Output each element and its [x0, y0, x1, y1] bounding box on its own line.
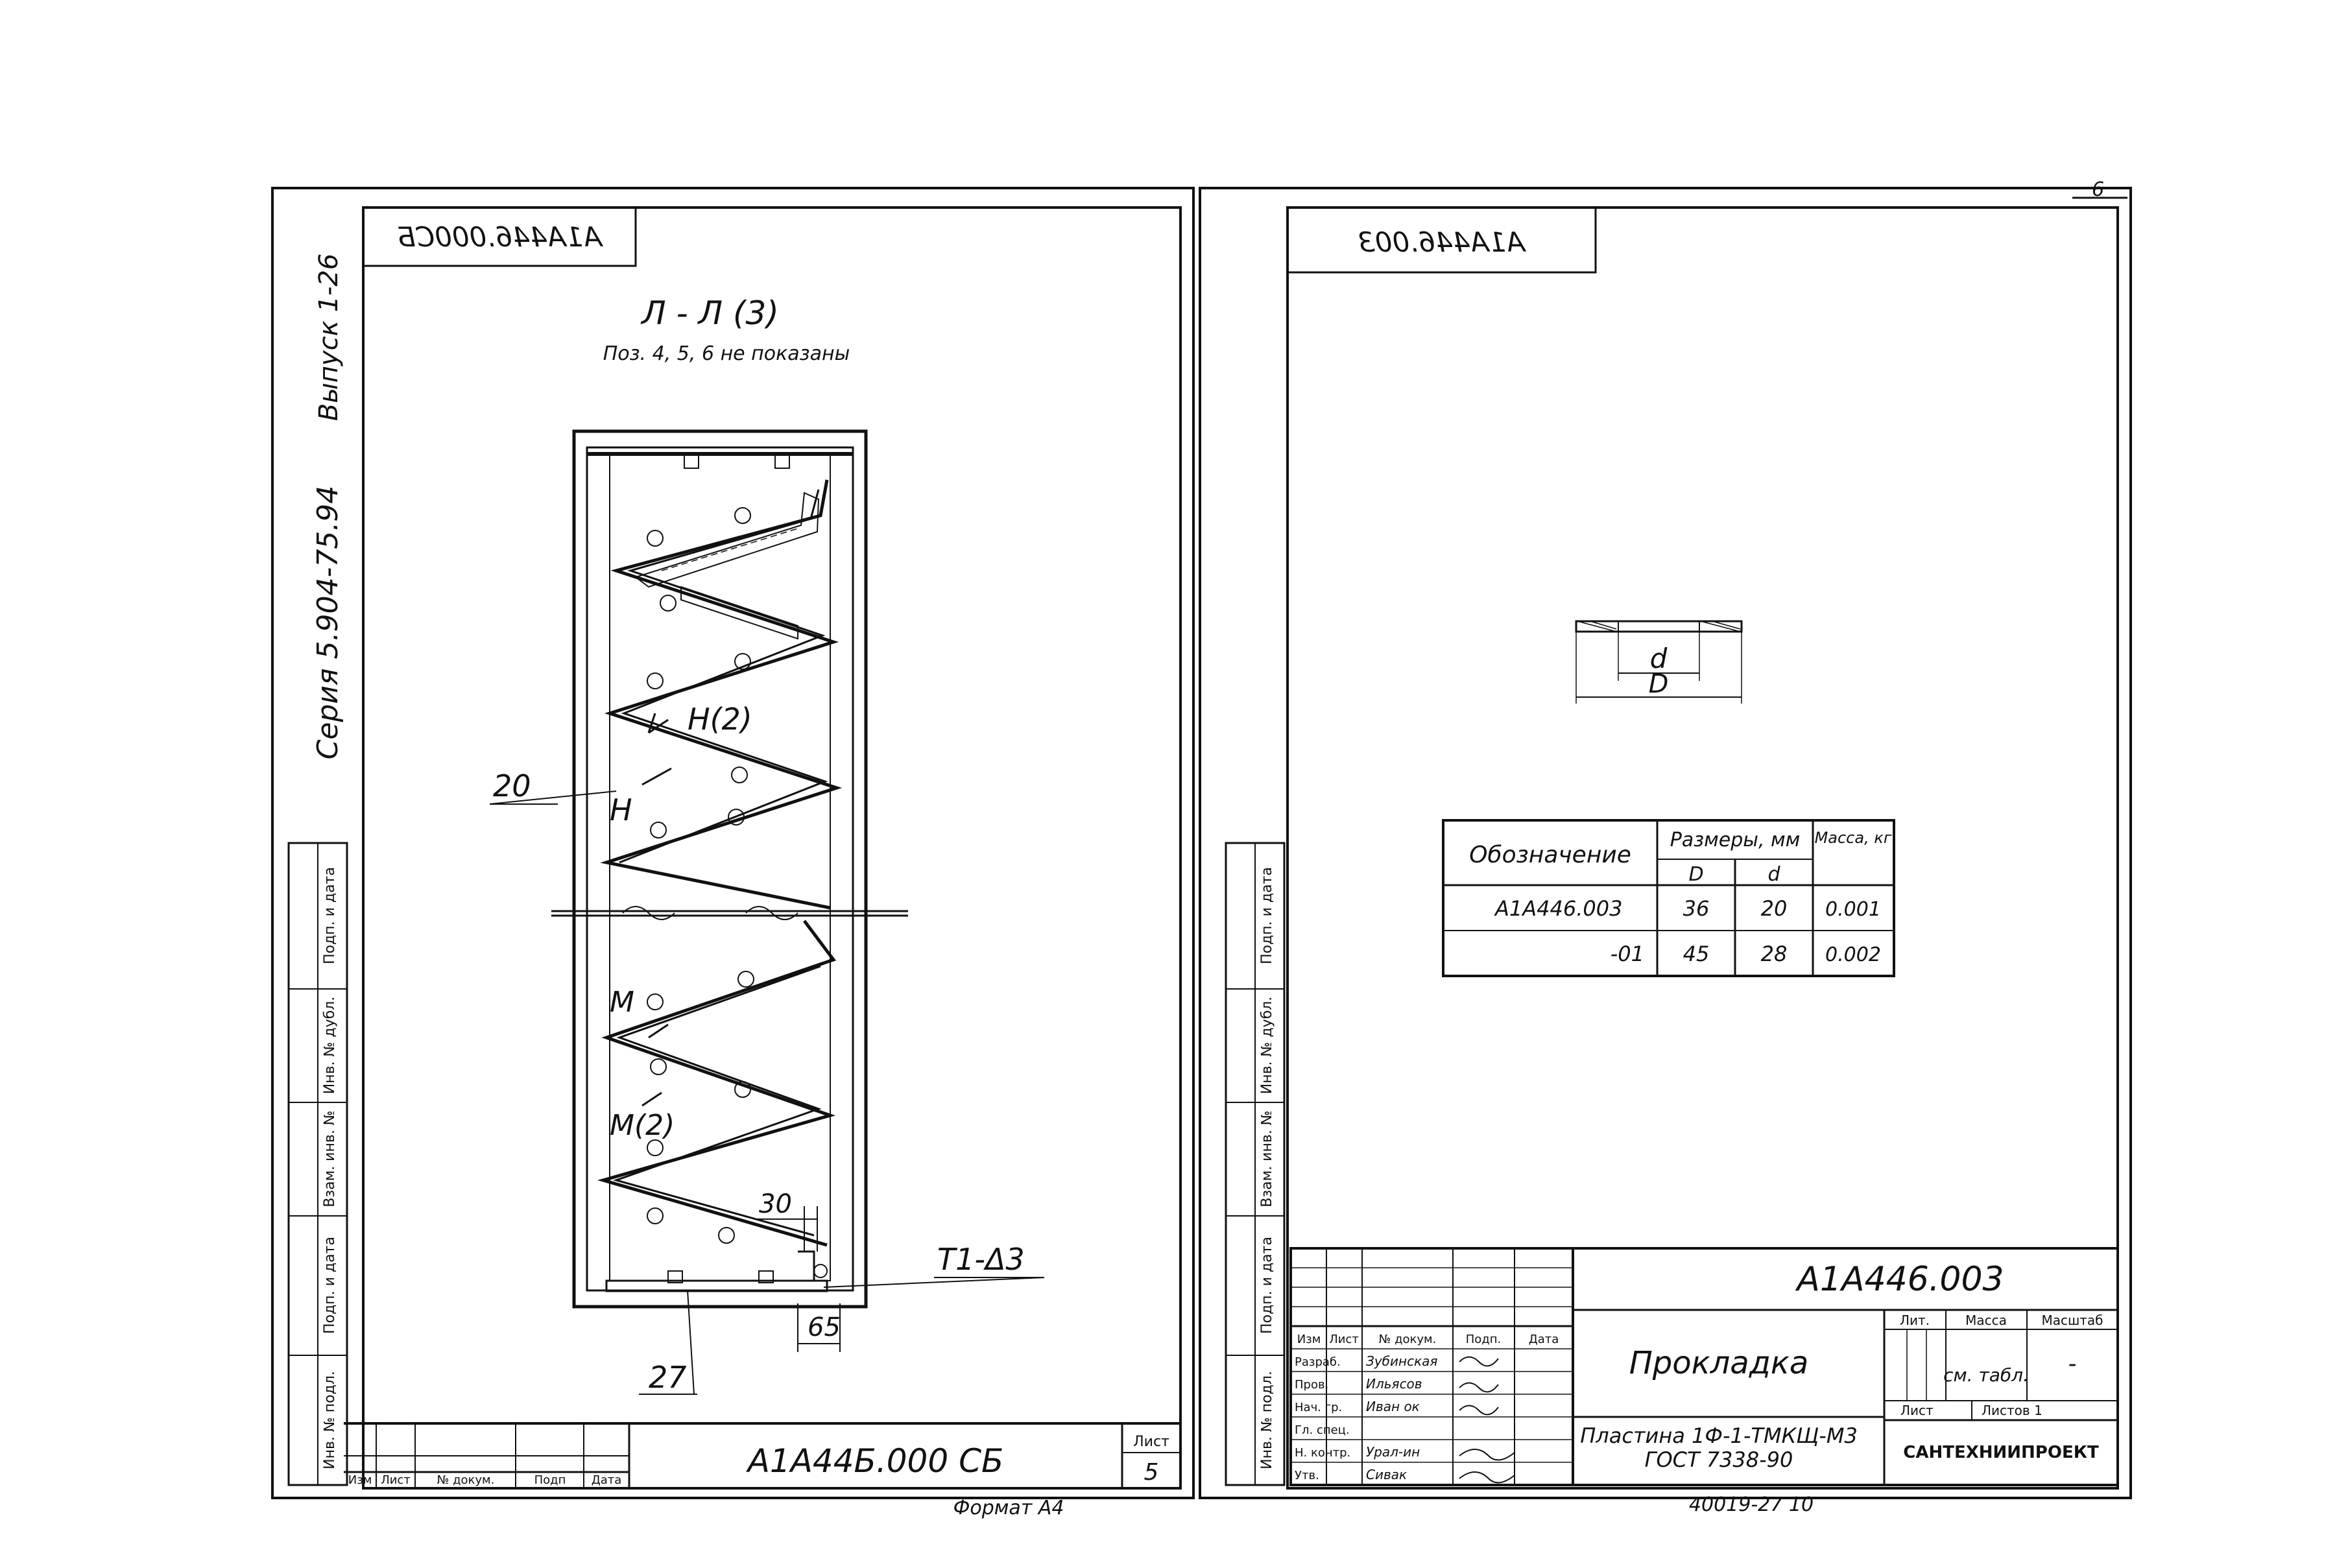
label-m: М — [610, 986, 634, 1019]
label-h-mark: Н(2) — [688, 702, 752, 737]
tb-person: Урал-ин — [1366, 1444, 1420, 1460]
tb-person: Иван ок — [1366, 1399, 1420, 1414]
tb-header-cell: Лист — [1329, 1333, 1359, 1346]
side-strip-label: Взам. инв. № — [322, 1110, 338, 1207]
left-sheet-number: 5 — [1144, 1459, 1159, 1486]
table-sub-d: d — [1767, 863, 1780, 886]
tb-header-cell: Подп. — [1466, 1333, 1501, 1346]
side-strip-label: Инв. № дубл. — [322, 997, 338, 1095]
dimensions-table: Обозначение Размеры, мм Масса, кг D d А1… — [1442, 819, 1895, 977]
left-sheet-label: Лист — [1133, 1434, 1169, 1450]
label-m2: М(2) — [610, 1109, 675, 1142]
tb-header-cell: Дата — [1529, 1333, 1559, 1346]
section-view — [551, 429, 908, 1309]
tb-header-cell: Дата — [592, 1473, 622, 1487]
left-outer-border — [271, 187, 1195, 1499]
tb-header-cell: № докум. — [437, 1473, 495, 1487]
tb-role: Разраб. — [1295, 1355, 1341, 1369]
tb-header-cell: Подп — [534, 1473, 566, 1487]
material-line1: Пластина 1Ф-1-ТМКЩ-М3 — [1580, 1423, 1858, 1448]
left-inner-frame — [362, 206, 1182, 1490]
sheet-label: Лист — [1900, 1403, 1934, 1418]
callouts: 20 27 30 65 Т1-Δ3 — [489, 768, 1045, 1395]
tb-person: Сивак — [1366, 1467, 1407, 1482]
callout-30: 30 — [759, 1189, 792, 1219]
table-header-mass: Масса, кг — [1815, 829, 1892, 847]
tb-role: Нач. гр. — [1295, 1401, 1342, 1414]
mass-label: Масса — [1965, 1313, 2007, 1328]
callout-27: 27 — [649, 1360, 687, 1395]
side-strip-label: Инв. № подл. — [1259, 1371, 1275, 1469]
table-header-dims: Размеры, мм — [1670, 829, 1801, 851]
format-label: Формат А4 — [953, 1497, 1064, 1519]
org-name: САНТЕХНИИПРОЕКТ — [1903, 1443, 2099, 1462]
side-strip-label: Подп. и дата — [1259, 867, 1275, 964]
left-side-strip: Подп. и дата Инв. № дубл. Взам. инв. № П… — [287, 842, 348, 1486]
left-sheet: А1А446.000СБ Серия 5.904-75.94 Выпуск 1-… — [271, 187, 1195, 1519]
table-cell: 20 — [1761, 896, 1788, 921]
scale-label: Масштаб — [2041, 1313, 2103, 1328]
table-cell: 0.002 — [1825, 944, 1881, 966]
dim-d: d — [1650, 643, 1668, 674]
view-title: Л - Л (3) — [640, 294, 779, 332]
dim-D: D — [1649, 669, 1669, 699]
callout-20: 20 — [493, 768, 531, 803]
footer-code: 40019-27 10 — [1689, 1493, 1814, 1516]
tb-person: Ильясов — [1366, 1376, 1422, 1392]
tb-role: Н. контр. — [1295, 1446, 1350, 1460]
left-stamp-code: А1А446.000СБ — [397, 221, 604, 253]
right-stamp-box — [1286, 206, 1597, 274]
table-cell: 45 — [1683, 942, 1710, 966]
material-line2: ГОСТ 7338-90 — [1645, 1447, 1793, 1472]
side-strip-label: Инв. № подл. — [322, 1371, 338, 1469]
right-sheet: 6 А1А446.003 d D — [1199, 178, 2132, 1516]
table-cell: -01 — [1611, 942, 1644, 966]
side-strip-label: Подп. и дата — [1259, 1237, 1275, 1334]
table-header-designation: Обозначение — [1469, 842, 1631, 868]
right-title-code: А1А446.003 — [1795, 1260, 2004, 1299]
label-h: Н — [610, 792, 632, 827]
right-title-block: Изм Лист № докум. Подп. Дата Разраб. Зуб… — [1289, 1247, 2119, 1486]
tb-header-cell: Изм — [1297, 1333, 1321, 1346]
table-cell: 0.001 — [1825, 898, 1881, 921]
mass-value: см. табл. — [1943, 1364, 2029, 1386]
margin-series: Серия 5.904-75.94 — [311, 486, 344, 760]
tb-role: Пров. — [1295, 1378, 1328, 1392]
callout-weld: Т1-Δ3 — [937, 1242, 1025, 1277]
gasket-drawing: d D — [1575, 620, 1743, 704]
right-side-strip: Подп. и дата Инв. № дубл. Взам. инв. № П… — [1225, 842, 1286, 1486]
tb-person: Зубинская — [1366, 1353, 1437, 1369]
left-title-code: А1А44Б.000 СБ — [746, 1442, 1004, 1480]
callout-65: 65 — [808, 1313, 841, 1342]
side-strip-label: Взам. инв. № — [1259, 1110, 1275, 1207]
tb-header-cell: № докум. — [1379, 1333, 1437, 1346]
tb-role: Гл. спец. — [1295, 1423, 1350, 1437]
table-sub-D: D — [1688, 863, 1703, 886]
right-inner-frame — [1286, 206, 2119, 1490]
right-stamp-code: А1А446.003 — [1358, 226, 1527, 258]
table-cell: 28 — [1761, 942, 1788, 966]
lit-label: Лит. — [1900, 1313, 1930, 1328]
side-strip-label: Подп. и дата — [322, 867, 338, 964]
left-title-block: Изм Лист № докум. Подп Дата А1А44Б.000 С… — [344, 1422, 1180, 1488]
section-marks: Н(2) Н М М(2) — [610, 702, 752, 1142]
sheets-label: Листов 1 — [1982, 1403, 2043, 1418]
side-strip-label: Подп. и дата — [322, 1237, 338, 1334]
left-stamp-box — [362, 206, 637, 267]
side-strip-label: Инв. № дубл. — [1259, 997, 1275, 1095]
tb-role: Утв. — [1295, 1469, 1319, 1482]
margin-issue: Выпуск 1-26 — [314, 254, 344, 422]
corner-number: 6 — [2092, 178, 2104, 201]
tb-header-cell: Лист — [381, 1473, 411, 1487]
view-note: Поз. 4, 5, 6 не показаны — [603, 342, 850, 365]
table-cell: А1А446.003 — [1494, 896, 1622, 921]
table-cell: 36 — [1683, 896, 1710, 921]
part-name: Прокладка — [1629, 1345, 1809, 1381]
scale-value: - — [2068, 1351, 2077, 1377]
tb-header-cell: Изм — [348, 1473, 372, 1487]
right-outer-border — [1199, 187, 2132, 1499]
